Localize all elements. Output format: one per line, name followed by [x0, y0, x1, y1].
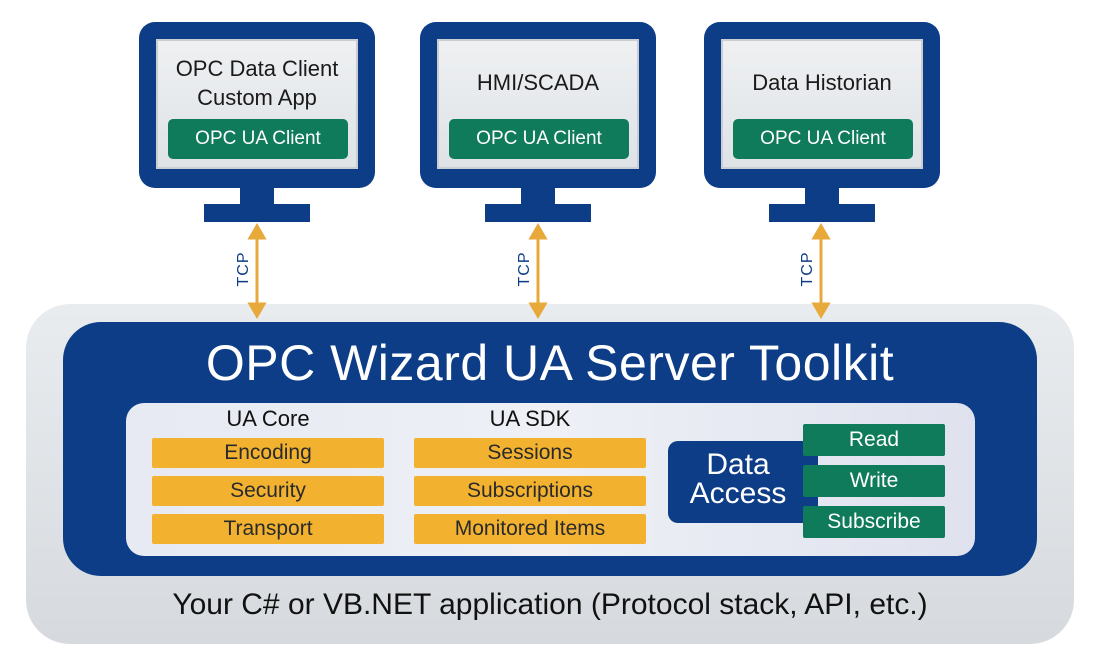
ua-core-item-encoding: Encoding — [152, 438, 384, 468]
monitor-2-screen: HMI/SCADA OPC UA Client — [437, 39, 639, 169]
ua-core-item-transport: Transport — [152, 514, 384, 544]
ua-core-item-security: Security — [152, 476, 384, 506]
monitor-2-title: HMI/SCADA — [476, 70, 600, 95]
monitor-3-title: Data Historian — [752, 70, 892, 95]
data-access-box: Data Access — [668, 441, 818, 523]
data-access-label-line-1: Data — [706, 448, 770, 481]
monitor-1-title-line-1: OPC Data Client — [175, 56, 339, 81]
monitor-2: HMI/SCADA OPC UA Client — [420, 22, 656, 188]
ua-sdk-item-monitored-items: Monitored Items — [414, 514, 646, 544]
ua-sdk-heading: UA SDK — [489, 406, 571, 431]
tcp-label-3: TCP — [799, 251, 816, 287]
monitor-2-stand — [521, 186, 555, 206]
monitor-3: Data Historian OPC UA Client — [704, 22, 940, 188]
ua-core-heading: UA Core — [226, 406, 310, 431]
data-access-write: Write — [803, 465, 945, 497]
tcp-arrow-3 — [811, 223, 831, 319]
tcp-arrow-2 — [528, 223, 548, 319]
monitor-2-client-label: OPC UA Client — [449, 119, 629, 159]
tcp-arrow-1 — [247, 223, 267, 319]
monitor-3-base — [769, 204, 875, 222]
toolkit-title: OPC Wizard UA Server Toolkit — [205, 335, 895, 391]
tcp-links — [247, 223, 831, 319]
monitor-1-stand — [240, 186, 274, 206]
monitor-1-base — [204, 204, 310, 222]
monitor-1-screen: OPC Data Client Custom App OPC UA Client — [156, 39, 358, 169]
tcp-label-2: TCP — [516, 251, 533, 287]
monitor-3-stand — [805, 186, 839, 206]
monitor-1-client-label: OPC UA Client — [168, 119, 348, 159]
monitor-2-base — [485, 204, 591, 222]
monitor-3-client-label: OPC UA Client — [733, 119, 913, 159]
monitor-3-screen: Data Historian OPC UA Client — [721, 39, 923, 169]
monitor-1: OPC Data Client Custom App OPC UA Client — [139, 22, 375, 188]
data-access-subscribe: Subscribe — [803, 506, 945, 538]
data-access-read: Read — [803, 424, 945, 456]
ua-sdk-item-sessions: Sessions — [414, 438, 646, 468]
monitor-1-title-line-2: Custom App — [197, 85, 317, 110]
data-access-label-line-2: Access — [689, 477, 787, 510]
application-label: Your C# or VB.NET application (Protocol … — [172, 588, 928, 621]
ua-sdk-item-subscriptions: Subscriptions — [414, 476, 646, 506]
tcp-label-1: TCP — [235, 251, 252, 287]
